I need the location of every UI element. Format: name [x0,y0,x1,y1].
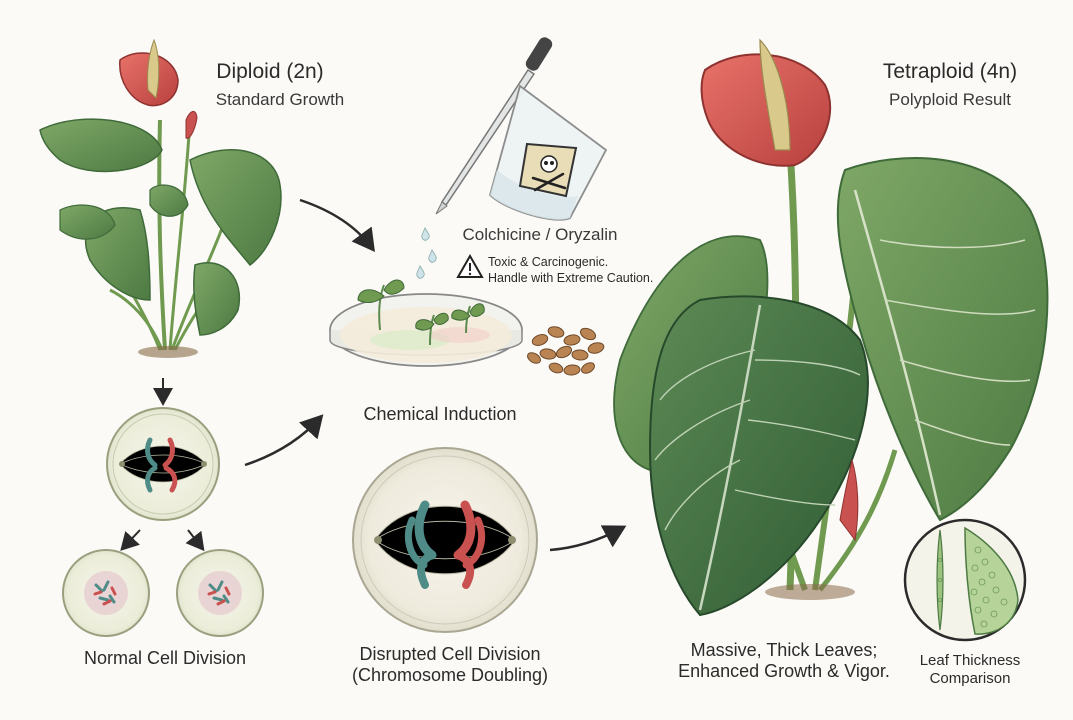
result-caption: Massive, Thick Leaves; Enhanced Growth &… [648,640,920,682]
cell-icon [106,407,220,521]
arrow-icon [299,198,375,253]
warning-line-2: Handle with Extreme Caution. [488,270,654,285]
leaf-cross-section-icon [903,518,1027,642]
anthurium-large-icon [613,38,1049,617]
disrupted-line-2: (Chromosome Doubling) [351,665,549,686]
tetraploid-title: Tetraploid (4n) [882,60,1018,83]
cell-icon [352,447,538,633]
petri-dish-icon [329,279,523,367]
warning-icon [456,253,484,278]
chemical-name: Colchicine / Oryzalin [462,225,618,244]
dropper-icon [416,37,553,279]
diploid-title: Diploid (2n) [216,60,324,83]
warning-line-1: Toxic & Carcinogenic. [488,255,609,269]
leaf-thickness-label: Leaf Thickness Comparison [905,652,1035,687]
thickness-line-1: Leaf Thickness [919,652,1021,669]
seeds-icon [527,326,605,376]
cell-icon [62,549,150,637]
arrow-icon [120,529,141,551]
anthurium-small-icon [39,38,282,358]
skull-icon [518,142,578,198]
tetraploid-subtitle: Polyploid Result [889,90,1011,109]
chemical-induction-label: Chemical Induction [363,404,517,424]
disrupted-line-1: Disrupted Cell Division [359,644,541,664]
disrupted-cell-division-label: Disrupted Cell Division (Chromosome Doub… [335,644,565,686]
beaker-icon [488,84,608,221]
arrow-icon [549,525,627,552]
arrow-icon [185,529,205,552]
result-line-1: Massive, Thick Leaves; [690,640,878,660]
result-line-2: Enhanced Growth & Vigor. [678,661,890,682]
arrow-icon [244,414,324,467]
thickness-line-2: Comparison [929,669,1011,687]
toxicity-warning: Toxic & Carcinogenic. Handle with Extrem… [488,255,678,286]
normal-cell-division-label: Normal Cell Division [83,648,247,668]
cell-icon [176,549,264,637]
diploid-subtitle: Standard Growth [215,90,345,109]
